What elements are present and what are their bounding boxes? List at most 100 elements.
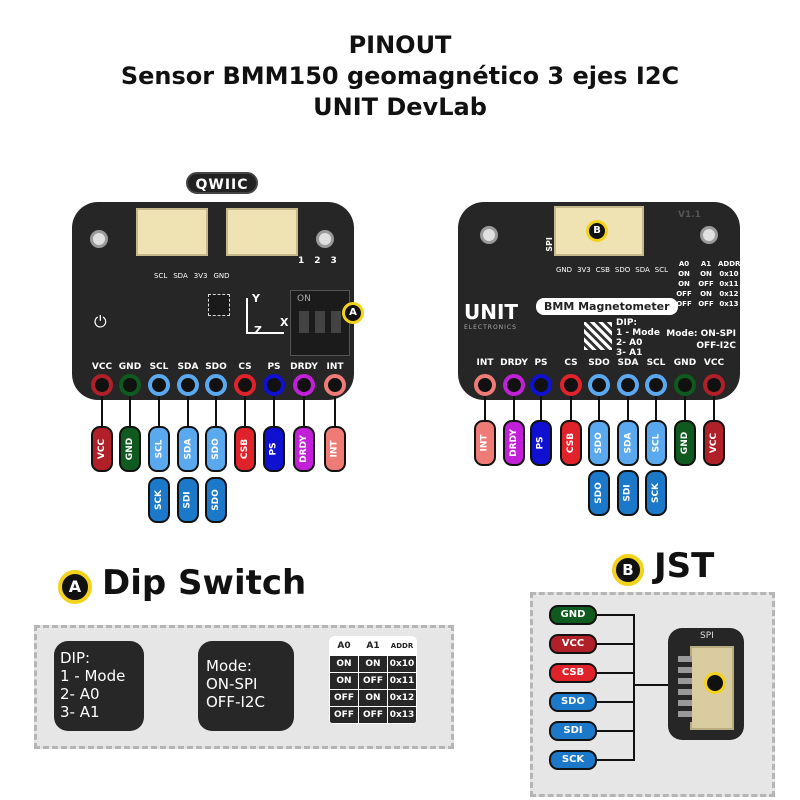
header-pin-label: INT — [326, 362, 344, 372]
table-cell: 0x12 — [388, 690, 416, 706]
pin-lead — [598, 396, 600, 420]
pin-label-text: INT — [480, 434, 490, 452]
pin-label-vcc: VCC — [703, 420, 725, 466]
sensor-chip — [208, 294, 230, 316]
dip-box-line: DIP: — [60, 649, 91, 667]
jst-title: JST — [654, 546, 715, 586]
pin-label: SDO — [614, 266, 631, 274]
version-label: V1.1 — [678, 210, 701, 220]
board-name-label: BMM Magnetometer — [536, 298, 678, 315]
pin-label-text: SDO — [211, 489, 222, 511]
pin-label-text: CSB — [566, 432, 576, 454]
pin-lead — [303, 396, 305, 426]
section-marker-a: A — [58, 570, 92, 604]
pin-label-vcc: VCC — [91, 426, 113, 472]
pin-lead — [187, 396, 189, 426]
pin-label-text: SDI — [183, 491, 193, 509]
pin-label-scl: SCL — [148, 426, 170, 472]
dip-box-line: 1 - Mode — [60, 667, 126, 685]
pin-lead — [129, 396, 131, 426]
pin-lead — [334, 396, 336, 426]
pin-label: CSB — [595, 266, 610, 274]
pin-label-text: SDO — [594, 482, 605, 504]
board-addr-table: A0 A1 ADDR ON ON 0x10 ON OFF 0x11 OFF ON… — [674, 260, 740, 308]
pin-label-int: INT — [324, 426, 346, 472]
dip-box-line: 2- A0 — [60, 685, 100, 703]
dip-info-box: DIP: 1 - Mode 2- A0 3- A1 — [54, 641, 144, 731]
qr-code — [584, 322, 612, 350]
dip-number: 2 — [314, 256, 321, 266]
pin-label-text: VCC — [97, 438, 107, 460]
pin-label: 3V3 — [577, 266, 591, 274]
mounting-hole — [90, 230, 108, 248]
pin-label: SCL — [154, 272, 168, 280]
table-cell: OFF — [676, 300, 692, 308]
jst-pin-sdo: SDO — [549, 692, 597, 712]
header-pin-int — [324, 374, 346, 396]
pin-label-sdo: SDO — [588, 420, 610, 466]
pin-lead — [570, 396, 572, 420]
table-row: ON OFF 0x11 — [330, 673, 416, 689]
header-pin-label: VCC — [703, 358, 725, 368]
table-cell: 0x11 — [719, 280, 739, 288]
pin-lead — [244, 396, 246, 426]
pin-label-sda: SDA — [617, 420, 639, 466]
spi-label-sdi: SDI — [177, 477, 199, 523]
pin-label-text: SDO — [594, 432, 605, 454]
pin-label: GND — [213, 272, 230, 280]
header-pin-int — [474, 374, 496, 396]
table-cell: 0x13 — [388, 707, 416, 723]
pin-label-text: DRDY — [299, 435, 310, 463]
header-pin-sdo — [205, 374, 227, 396]
dip-line: 2- A0 — [616, 338, 643, 348]
pin-label-text: SCL — [154, 439, 165, 459]
axis-x-label: X — [280, 316, 289, 329]
pin-label-text: PS — [535, 436, 546, 450]
mounting-hole — [700, 226, 718, 244]
pin-label: SDA — [635, 266, 650, 274]
pin-label-text: SDA — [183, 438, 194, 460]
dip-toggle-1[interactable] — [299, 311, 309, 333]
qwiic-connector-1 — [136, 208, 208, 256]
header-pin-cs — [234, 374, 256, 396]
pin-lead — [273, 396, 275, 426]
table-header: ADDR — [718, 260, 741, 268]
table-cell: 0x12 — [719, 290, 739, 298]
marker-a: A — [342, 302, 364, 324]
header-pin-label: DRDY — [290, 362, 318, 372]
mode-box-line: ON-SPI — [206, 675, 258, 693]
table-cell: OFF — [698, 300, 714, 308]
header-pin-label: INT — [476, 358, 494, 368]
jst-pin-gnd: GND — [549, 605, 597, 625]
header-pin-sda — [177, 374, 199, 396]
pin-label-ps: PS — [530, 420, 552, 466]
header-pin-label: SCL — [149, 362, 169, 372]
dip-toggle-3[interactable] — [331, 311, 341, 333]
pin-label: GND — [556, 266, 573, 274]
header-pin-label: CS — [238, 362, 252, 372]
pin-label-text: INT — [330, 440, 340, 458]
pin-lead — [484, 396, 486, 420]
page-title: PINOUT Sensor BMM150 geomagnético 3 ejes… — [0, 30, 800, 123]
marker-b: B — [586, 220, 608, 242]
table-cell: ON — [678, 280, 690, 288]
pin-label-int: INT — [474, 420, 496, 466]
header-pin-vcc — [91, 374, 113, 396]
spi-label-sck: SCK — [645, 470, 667, 516]
table-cell: ON — [678, 270, 690, 278]
table-cell: 0x10 — [388, 656, 416, 672]
brand-logo: UNIT — [464, 300, 519, 324]
dip-line: DIP: — [616, 318, 638, 328]
header-pin-vcc — [703, 374, 725, 396]
header-pin-scl — [148, 374, 170, 396]
mounting-hole — [480, 226, 498, 244]
pin-lead — [684, 396, 686, 420]
header-pin-label: PS — [267, 362, 281, 372]
jst-marker — [704, 672, 726, 694]
mode-legend: Mode: ON-SPI OFF-I2C — [666, 328, 736, 352]
dip-toggle-2[interactable] — [315, 311, 325, 333]
header-pin-sdo — [588, 374, 610, 396]
pin-label-text: VCC — [709, 432, 719, 454]
header-pin-label: SDA — [177, 362, 199, 372]
pin-label-sda: SDA — [177, 426, 199, 472]
